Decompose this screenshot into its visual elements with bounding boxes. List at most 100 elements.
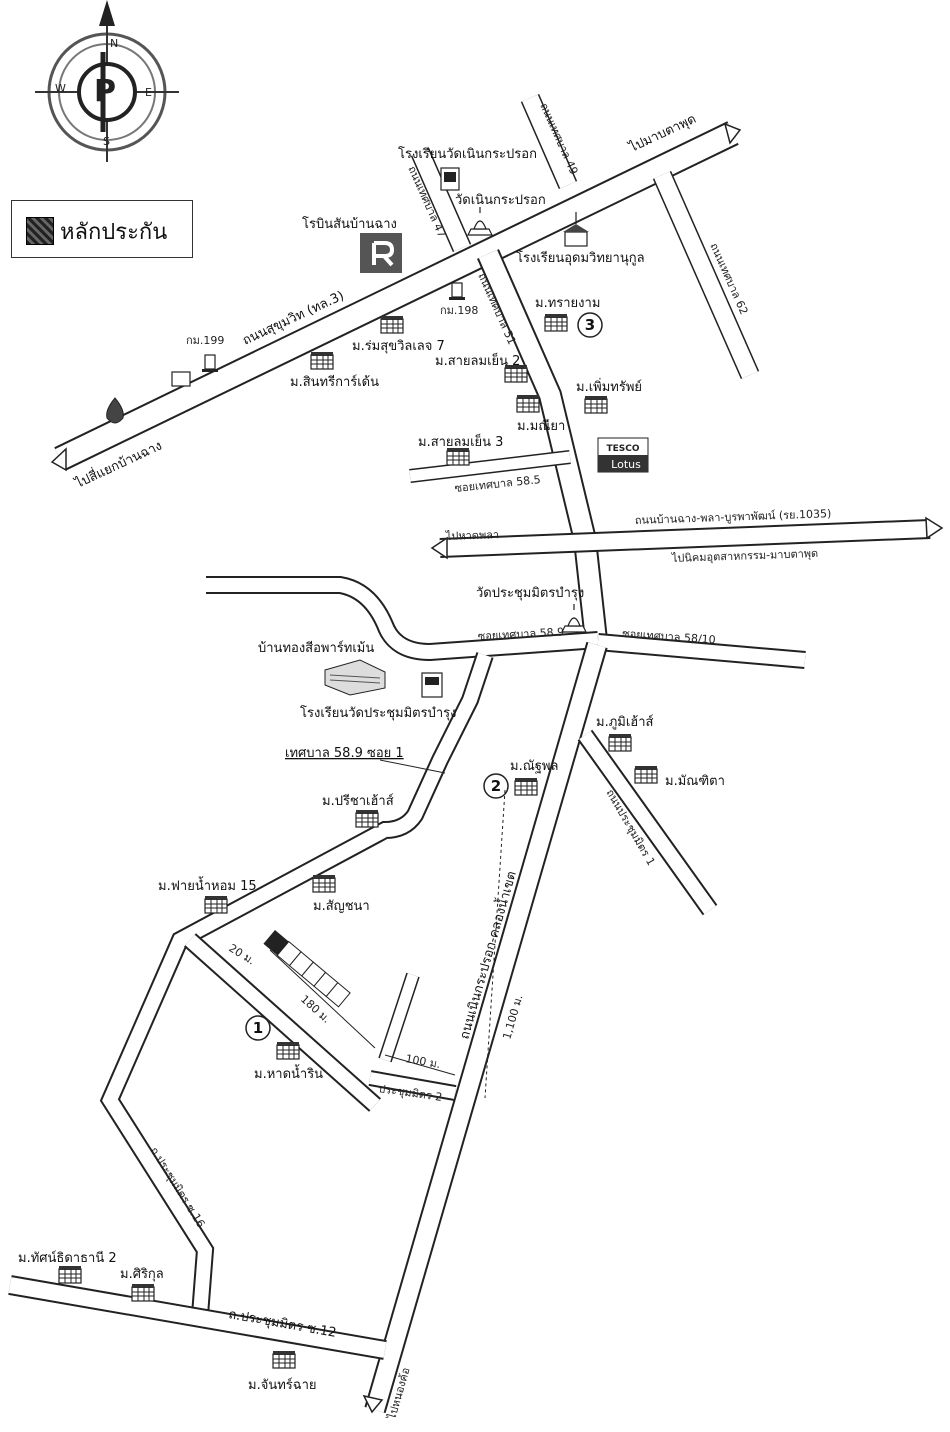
km198-marker-icon: [448, 282, 466, 301]
label-km198: กม.198: [440, 304, 478, 317]
collateral-swatch: [26, 217, 54, 245]
label-to-hat-phala: ไปหาดพลา: [445, 528, 500, 543]
village-icon: [276, 1041, 300, 1060]
marker-1: 1: [245, 1015, 271, 1041]
compass-w: W: [55, 82, 66, 95]
village-icon: [608, 733, 632, 752]
km199-marker-icon: [201, 354, 219, 373]
village-icon: [446, 447, 470, 466]
village-icon: [380, 315, 404, 334]
temple-icon: [467, 206, 493, 236]
road-soi-58-10: [597, 633, 806, 669]
village-icon: [516, 394, 540, 413]
label-village: ม.ฟายน้ำหอม 15: [158, 876, 257, 894]
village-icon: [584, 395, 608, 414]
distance-100: 100 ม.: [404, 1052, 441, 1071]
svg-text:2: 2: [491, 777, 501, 795]
road-soi-47: [410, 147, 472, 253]
label-school-prachum: โรงเรียนวัดประชุมมิตรบำรุง: [300, 705, 456, 721]
dimension-line-100: [384, 1054, 456, 1076]
arrow-west: [430, 536, 448, 560]
village-icon: [58, 1265, 82, 1284]
book-icon: [171, 371, 191, 387]
label-soi-58-9-1: เทศบาล 58.9 ซอย 1: [285, 746, 404, 761]
road-network: [8, 93, 931, 1414]
label-village: ม.ณัฐพล: [510, 759, 558, 774]
label-soi-58-9: ซอยเทศบาล 58.9: [477, 625, 564, 643]
robinson-logo: [360, 233, 402, 273]
marker-2: 2: [483, 773, 509, 799]
compass-rose: P N S E W: [35, 0, 179, 162]
school-icon: [440, 167, 460, 191]
road-sukhumvit: [54, 121, 739, 471]
legend-box: หลักประกัน: [11, 200, 193, 258]
compass-logo: P: [94, 74, 116, 109]
svg-text:TESCO: TESCO: [606, 444, 639, 454]
road-prachum-mit-1: [577, 729, 718, 916]
label-village: ม.ปรีชาเฮ้าส์: [322, 793, 394, 809]
label-school-udom: โรงเรียนอุดมวิทยานุกูล: [516, 250, 645, 266]
gas-station-icon: [106, 397, 124, 424]
road-soi-51: [477, 249, 608, 642]
road-soi-58-9: [206, 576, 599, 662]
road-arrows: [50, 122, 944, 1414]
village-icon: [272, 1350, 296, 1369]
label-village: ม.เพิ่มทรัพย์: [576, 378, 642, 395]
village-icon: [310, 351, 334, 370]
pointer-soi-58-9-1: [379, 759, 446, 774]
arrow-east: [925, 516, 944, 540]
village-icon: [355, 809, 379, 828]
road-soi-58-9-1: [99, 652, 494, 1316]
village-icon: [544, 313, 568, 332]
compass-s: S: [103, 135, 110, 148]
svg-text:3: 3: [585, 316, 595, 334]
school-udom-icon: [563, 212, 589, 247]
arrow-to-bang-chang: [50, 447, 67, 472]
tesco-lotus-logo: TESCO Lotus: [597, 437, 649, 473]
label-robinson: โรบินสันบ้านฉาง: [302, 216, 397, 232]
label-km199: กม.199: [186, 334, 224, 347]
label-village: ม.มัณฑิตา: [665, 774, 725, 789]
school-prachum-icon: [421, 672, 443, 698]
label-village: ม.สายลมเย็น 3: [418, 432, 503, 450]
label-school-wat-nern: โรงเรียนวัดเนินกระปรอก: [398, 146, 537, 162]
marker-3: 3: [577, 312, 603, 338]
arrow-to-map-ta-phut: [723, 122, 742, 145]
label-village: ม.ศิริกุล: [120, 1267, 164, 1282]
apartment-icon: [324, 659, 386, 696]
road-soi-62: [652, 170, 760, 380]
village-icon: [514, 777, 538, 796]
label-village: ม.หาดน้ำริน: [254, 1064, 323, 1082]
road-connector: [378, 972, 420, 1063]
arrow-south: [362, 1394, 384, 1414]
road-ban-chang-phala: [439, 519, 931, 558]
svg-text:1: 1: [253, 1019, 263, 1037]
village-icon: [204, 895, 228, 914]
label-village: ม.ทรายงาม: [535, 296, 600, 311]
compass-e: E: [145, 86, 152, 99]
road-access-soi: [184, 933, 381, 1112]
north-arrow-icon: [99, 0, 115, 26]
label-village: ม.จันทร์ฉาย: [248, 1377, 317, 1393]
road-prachum-mit-2: [368, 1070, 457, 1101]
label-baan-thong: บ้านทองสีอพาร์ทเม้น: [258, 640, 374, 656]
compass-n: N: [110, 37, 118, 50]
label-soi-58-5: ซอยเทศบาล 58.5: [454, 473, 541, 495]
label-village: ม.ร่มสุขวิลเลจ 7: [352, 339, 445, 354]
label-village: ม.ภูมิเฮ้าส์: [596, 714, 654, 730]
label-village: ม.สินทรีการ์เด้น: [290, 374, 379, 390]
collateral-plot: [263, 930, 351, 1008]
village-icon: [634, 765, 658, 784]
svg-text:Lotus: Lotus: [611, 458, 641, 471]
village-icon: [312, 874, 336, 893]
road-nern-kra-prok: [364, 641, 608, 1414]
village-icon: [131, 1283, 155, 1302]
dimension-line-180: [269, 949, 376, 1049]
label-wat-prachum: วัดประชุมมิตรบำรุง: [476, 586, 584, 601]
label-village: ม.สายลมเย็น 2: [435, 351, 520, 369]
distance-20: 20 ม.: [226, 942, 257, 968]
label-to-industrial: ไปนิคมอุตสาหกรรม-มาบตาพุด: [671, 547, 819, 565]
road-prachum-mit-12: [8, 1275, 387, 1360]
road-soi-49: [520, 93, 578, 190]
